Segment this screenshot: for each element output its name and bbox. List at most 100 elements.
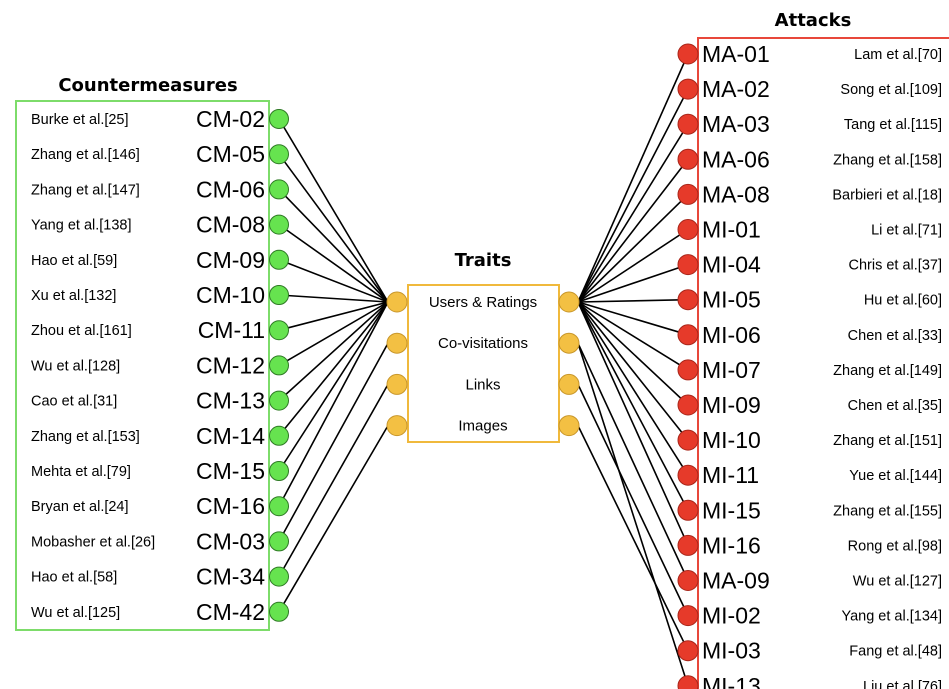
attack-citation: Chen et al.[35] bbox=[848, 398, 942, 414]
attack-node-mi-15 bbox=[677, 499, 699, 521]
edge-mi-13-to-co-visitations bbox=[577, 342, 689, 687]
edge-ma-09-to-co-visitations bbox=[577, 342, 689, 581]
trait-node-right-users-ratings bbox=[558, 291, 580, 313]
countermeasure-citation: Zhou et al.[161] bbox=[31, 323, 132, 339]
trait-node-right-links bbox=[558, 373, 580, 395]
attack-code: MI-13 bbox=[702, 673, 761, 689]
countermeasure-citation: Yang et al.[138] bbox=[31, 218, 132, 234]
edge-cm-11-to-users-ratings bbox=[278, 301, 389, 331]
attack-node-ma-01 bbox=[677, 43, 699, 65]
edge-mi-11-to-users-ratings bbox=[577, 301, 689, 476]
countermeasure-citation: Zhang et al.[146] bbox=[31, 147, 140, 163]
trait-node-left-co-visitations bbox=[386, 332, 408, 354]
countermeasure-node-cm-14 bbox=[269, 425, 289, 446]
attack-citation: Zhang et al.[155] bbox=[833, 503, 942, 519]
attack-citation: Hu et al.[60] bbox=[864, 293, 942, 309]
countermeasure-node-cm-34 bbox=[269, 566, 289, 587]
trait-label: Images bbox=[458, 418, 507, 435]
attack-node-mi-10 bbox=[677, 429, 699, 451]
countermeasure-code: CM-34 bbox=[196, 564, 265, 590]
trait-label: Users & Ratings bbox=[429, 294, 537, 311]
edge-ma-02-to-users-ratings bbox=[577, 88, 689, 303]
traits-box bbox=[407, 284, 560, 443]
edge-ma-08-to-users-ratings bbox=[577, 193, 689, 303]
countermeasure-node-cm-02 bbox=[269, 109, 289, 129]
countermeasure-node-cm-15 bbox=[269, 461, 289, 481]
countermeasure-node-cm-16 bbox=[269, 496, 289, 517]
edge-cm-10-to-users-ratings bbox=[278, 294, 389, 303]
attack-code: MI-02 bbox=[702, 603, 761, 629]
countermeasure-node-cm-13 bbox=[269, 390, 289, 411]
countermeasure-citation: Bryan et al.[24] bbox=[31, 499, 129, 515]
countermeasure-node-cm-05 bbox=[269, 144, 289, 165]
edge-cm-14-to-users-ratings bbox=[278, 301, 389, 437]
edge-cm-12-to-users-ratings bbox=[278, 301, 389, 367]
countermeasure-node-cm-12 bbox=[269, 355, 289, 376]
attack-code: MI-15 bbox=[702, 497, 761, 523]
countermeasure-node-cm-09 bbox=[269, 249, 289, 270]
attack-node-mi-16 bbox=[677, 534, 699, 556]
attack-node-mi-09 bbox=[677, 394, 699, 416]
edge-mi-03-to-images bbox=[577, 425, 689, 652]
countermeasure-citation: Hao et al.[59] bbox=[31, 253, 117, 269]
countermeasure-code: CM-11 bbox=[198, 317, 265, 343]
edge-cm-06-to-users-ratings bbox=[278, 188, 389, 303]
countermeasure-code: CM-13 bbox=[196, 388, 265, 414]
countermeasure-node-cm-03 bbox=[269, 531, 289, 552]
attack-code: MI-07 bbox=[702, 357, 761, 383]
attack-code: MI-01 bbox=[702, 217, 761, 243]
attack-code: MI-09 bbox=[702, 392, 761, 418]
countermeasure-code: CM-42 bbox=[196, 599, 265, 625]
attack-citation: Fang et al.[48] bbox=[849, 644, 942, 660]
countermeasure-citation: Wu et al.[125] bbox=[31, 605, 120, 621]
attack-node-ma-06 bbox=[677, 148, 699, 170]
edge-mi-07-to-users-ratings bbox=[577, 301, 689, 371]
countermeasure-code: CM-02 bbox=[196, 106, 265, 132]
attack-citation: Rong et al.[98] bbox=[848, 538, 942, 554]
trait-label: Links bbox=[465, 376, 500, 393]
edge-cm-03-to-co-visitations bbox=[278, 342, 389, 542]
edge-cm-02-to-users-ratings bbox=[278, 118, 389, 303]
countermeasure-citation: Zhang et al.[153] bbox=[31, 429, 140, 445]
trait-node-right-co-visitations bbox=[558, 332, 580, 354]
attack-code: MI-05 bbox=[702, 287, 761, 313]
countermeasure-node-cm-11 bbox=[269, 320, 289, 341]
trait-node-left-links bbox=[386, 373, 408, 395]
edge-cm-16-to-users-ratings bbox=[278, 301, 389, 507]
edge-mi-05-to-users-ratings bbox=[577, 298, 689, 303]
attack-citation: Song et al.[109] bbox=[840, 82, 942, 98]
attack-node-mi-02 bbox=[677, 605, 699, 627]
countermeasure-citation: Mobasher et al.[26] bbox=[31, 534, 155, 550]
edge-cm-13-to-users-ratings bbox=[278, 301, 389, 402]
countermeasure-citation: Zhang et al.[147] bbox=[31, 182, 140, 198]
edge-cm-34-to-links bbox=[278, 384, 389, 577]
countermeasures-title: Countermeasures bbox=[58, 75, 237, 96]
attack-node-mi-04 bbox=[677, 254, 699, 276]
attack-code: MI-06 bbox=[702, 322, 761, 348]
attack-citation: Lam et al.[70] bbox=[854, 47, 942, 63]
attacks-title: Attacks bbox=[775, 10, 852, 31]
attack-node-mi-03 bbox=[677, 640, 699, 662]
edge-mi-10-to-users-ratings bbox=[577, 301, 689, 441]
attack-code: MA-06 bbox=[702, 146, 770, 172]
attack-node-mi-13 bbox=[677, 675, 699, 689]
countermeasure-citation: Hao et al.[58] bbox=[31, 570, 117, 586]
edge-mi-04-to-users-ratings bbox=[577, 263, 689, 303]
attack-citation: Liu et al.[76] bbox=[863, 679, 942, 689]
attack-code: MA-08 bbox=[702, 181, 770, 207]
attack-code: MA-03 bbox=[702, 111, 770, 137]
edge-mi-06-to-users-ratings bbox=[577, 301, 689, 336]
attack-code: MI-16 bbox=[702, 532, 761, 558]
attack-node-ma-02 bbox=[677, 78, 699, 100]
attack-node-ma-09 bbox=[677, 570, 699, 591]
attack-citation: Li et al.[71] bbox=[871, 223, 942, 239]
edge-ma-03-to-users-ratings bbox=[577, 123, 689, 303]
attack-code: MI-04 bbox=[702, 252, 761, 278]
edge-mi-15-to-users-ratings bbox=[577, 301, 689, 511]
countermeasure-code: CM-14 bbox=[196, 423, 265, 449]
countermeasure-code: CM-08 bbox=[196, 212, 265, 238]
attack-citation: Chris et al.[37] bbox=[849, 258, 943, 274]
attack-code: MI-03 bbox=[702, 638, 761, 664]
attack-citation: Zhang et al.[149] bbox=[833, 363, 942, 379]
